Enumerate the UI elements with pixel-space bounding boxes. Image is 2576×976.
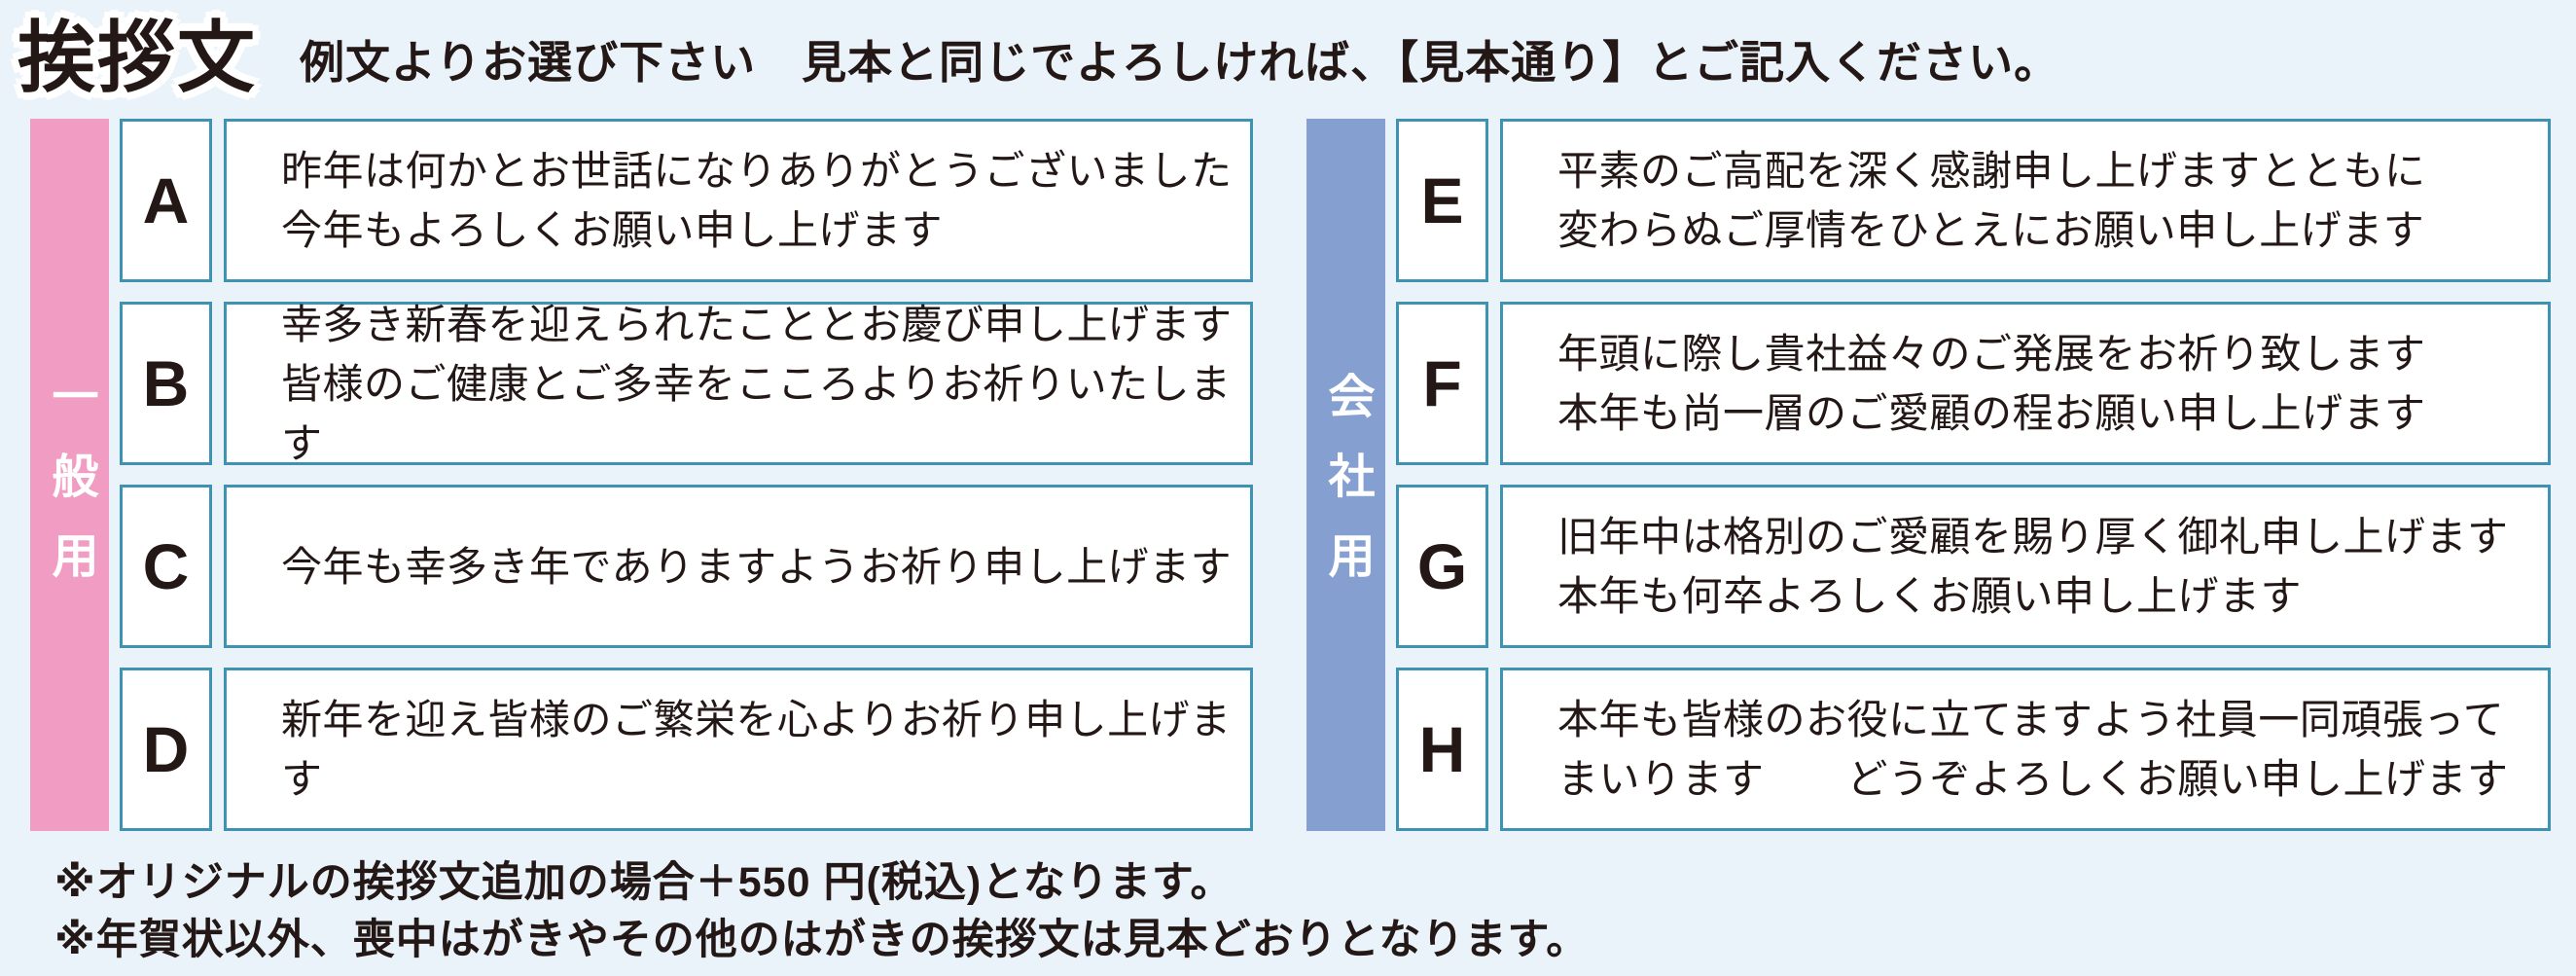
greeting-row-e: E 平素のご高配を深く感謝申し上げますとともに 変わらぬご厚情をひとえにお願い申…: [1396, 119, 2551, 282]
greeting-line: 旧年中は格別のご愛顧を賜り厚く御礼申し上げます: [1557, 514, 2509, 560]
greeting-line: まいります どうぞよろしくお願い申し上げます: [1557, 756, 2509, 802]
greeting-line: 本年も尚一層のご愛顧の程お願い申し上げます: [1557, 390, 2426, 436]
greeting-text-g: 旧年中は格別のご愛顧を賜り厚く御礼申し上げます 本年も何卒よろしくお願い申し上げ…: [1500, 485, 2551, 648]
letter-badge-e: E: [1396, 119, 1488, 282]
letter-badge-d: D: [120, 668, 212, 831]
greeting-text-d: 新年を迎え皆様のご繁栄を心よりお祈り申し上げます: [224, 668, 1253, 831]
greeting-options-area: 一般用 A 昨年は何かとお世話になりありがとうございました 今年もよろしくお願い…: [30, 119, 2576, 831]
greeting-text-h: 本年も皆様のお役に立てますよう社員一同頑張って まいります どうぞよろしくお願い…: [1500, 668, 2551, 831]
sidebar-general: 一般用: [30, 119, 109, 831]
greeting-text-f: 年頭に際し貴社益々のご発展をお祈り致します 本年も尚一層のご愛顧の程お願い申し上…: [1500, 302, 2551, 465]
greeting-line: 平素のご高配を深く感謝申し上げますとともに: [1557, 148, 2426, 194]
letter-badge-g: G: [1396, 485, 1488, 648]
letter-badge-c: C: [120, 485, 212, 648]
page-title: 挨拶文: [18, 15, 257, 101]
greeting-line: 今年もよろしくお願い申し上げます: [281, 207, 944, 253]
greeting-row-c: C 今年も幸多き年でありますようお祈り申し上げます: [120, 485, 1253, 648]
greeting-line: 新年を迎え皆様のご繁栄を心よりお祈り申し上げます: [281, 697, 1232, 802]
greeting-text-c: 今年も幸多き年でありますようお祈り申し上げます: [224, 485, 1253, 648]
greeting-row-a: A 昨年は何かとお世話になりありがとうございました 今年もよろしくお願い申し上げ…: [120, 119, 1253, 282]
header: 挨拶文 例文よりお選び下さい 見本と同じでよろしければ、【見本通り】とご記入くだ…: [0, 0, 2576, 97]
greeting-line: 本年も皆様のお役に立てますよう社員一同頑張って: [1557, 697, 2505, 742]
note-other-postcards: ※年賀状以外、喪中はがきやその他のはがきの挨拶文は見本どおりとなります。: [54, 917, 1590, 963]
letter-badge-f: F: [1396, 302, 1488, 465]
greeting-line: 変わらぬご厚情をひとえにお願い申し上げます: [1557, 207, 2425, 253]
greeting-line: 幸多き新春を迎えられたこととお慶び申し上げます: [281, 301, 1233, 347]
greeting-line: 本年も何卒よろしくお願い申し上げます: [1557, 573, 2303, 619]
rows-general: A 昨年は何かとお世話になりありがとうございました 今年もよろしくお願い申し上げ…: [120, 119, 1253, 831]
letter-badge-b: B: [120, 302, 212, 465]
greeting-row-g: G 旧年中は格別のご愛顧を賜り厚く御礼申し上げます 本年も何卒よろしくお願い申し…: [1396, 485, 2551, 648]
greeting-line: 今年も幸多き年でありますようお祈り申し上げます: [281, 543, 1233, 590]
greeting-row-d: D 新年を迎え皆様のご繁栄を心よりお祈り申し上げます: [120, 668, 1253, 831]
rows-company: E 平素のご高配を深く感謝申し上げますとともに 変わらぬご厚情をひとえにお願い申…: [1396, 119, 2551, 831]
greeting-line: 皆様のご健康とご多幸をこころよりお祈りいたします: [281, 360, 1232, 466]
sidebar-company: 会社用: [1306, 119, 1385, 831]
page-subtitle: 例文よりお選び下さい 見本と同じでよろしければ、【見本通り】とご記入ください。: [300, 37, 2060, 88]
letter-badge-a: A: [120, 119, 212, 282]
greeting-text-b: 幸多き新春を迎えられたこととお慶び申し上げます 皆様のご健康とご多幸をこころより…: [224, 302, 1253, 466]
sidebar-company-label: 会社用: [1320, 372, 1373, 611]
footnotes: ※オリジナルの挨拶文追加の場合＋550 円(税込)となります。 ※年賀状以外、喪…: [54, 854, 2576, 969]
sidebar-general-label: 一般用: [44, 372, 96, 611]
group-company: 会社用 E 平素のご高配を深く感謝申し上げますとともに 変わらぬご厚情をひとえに…: [1306, 119, 2551, 831]
greeting-row-f: F 年頭に際し貴社益々のご発展をお祈り致します 本年も尚一層のご愛顧の程お願い申…: [1396, 302, 2551, 465]
greeting-row-b: B 幸多き新春を迎えられたこととお慶び申し上げます 皆様のご健康とご多幸をこころ…: [120, 302, 1253, 466]
greeting-text-e: 平素のご高配を深く感謝申し上げますとともに 変わらぬご厚情をひとえにお願い申し上…: [1500, 119, 2551, 282]
greeting-text-a: 昨年は何かとお世話になりありがとうございました 今年もよろしくお願い申し上げます: [224, 119, 1253, 282]
group-general: 一般用 A 昨年は何かとお世話になりありがとうございました 今年もよろしくお願い…: [30, 119, 1253, 831]
greeting-line: 昨年は何かとお世話になりありがとうございました: [281, 148, 1233, 194]
note-price: ※オリジナルの挨拶文追加の場合＋550 円(税込)となります。: [54, 859, 1234, 906]
letter-badge-h: H: [1396, 668, 1488, 831]
greeting-line: 年頭に際し貴社益々のご発展をお祈り致します: [1557, 331, 2426, 377]
greeting-row-h: H 本年も皆様のお役に立てますよう社員一同頑張って まいります どうぞよろしくお…: [1396, 668, 2551, 831]
